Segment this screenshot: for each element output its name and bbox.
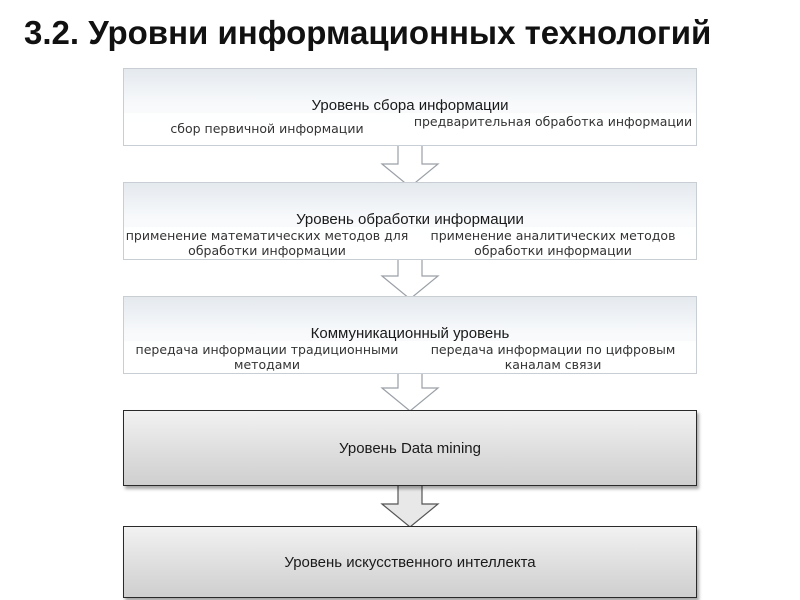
subtask-right: предварительная обработка информации bbox=[413, 114, 693, 129]
level-title: Уровень искусственного интеллекта bbox=[284, 553, 536, 571]
level-subtasks: сбор первичной информации предварительна… bbox=[124, 113, 696, 145]
level-title: Уровень обработки информации bbox=[296, 211, 524, 228]
level-box-processing: Уровень обработки информации применение … bbox=[123, 182, 697, 260]
slide-title: 3.2. Уровни информационных технологий bbox=[24, 14, 712, 51]
subtask-right: применение аналитических методов обработ… bbox=[430, 228, 676, 258]
level-subtasks: применение математических методов для об… bbox=[124, 227, 696, 259]
level-box-data-mining: Уровень Data mining bbox=[123, 410, 697, 486]
level-box-ai: Уровень искусственного интеллекта bbox=[123, 526, 697, 598]
level-title: Уровень Data mining bbox=[339, 439, 481, 457]
subtask-right: передача информации по цифровым каналам … bbox=[430, 342, 676, 372]
level-box-collection: Уровень сбора информации сбор первичной … bbox=[123, 68, 697, 146]
subtask-left: передача информации традиционными метода… bbox=[135, 342, 399, 372]
level-subtasks: передача информации традиционными метода… bbox=[124, 341, 696, 373]
down-arrow-icon bbox=[380, 140, 440, 188]
subtask-left: сбор первичной информации bbox=[170, 121, 364, 136]
down-arrow-icon bbox=[380, 480, 440, 528]
level-box-communication: Коммуникационный уровень передача информ… bbox=[123, 296, 697, 374]
subtask-left: применение математических методов для об… bbox=[125, 228, 409, 258]
level-title: Уровень сбора информации bbox=[311, 97, 509, 114]
level-title: Коммуникационный уровень bbox=[310, 325, 510, 342]
